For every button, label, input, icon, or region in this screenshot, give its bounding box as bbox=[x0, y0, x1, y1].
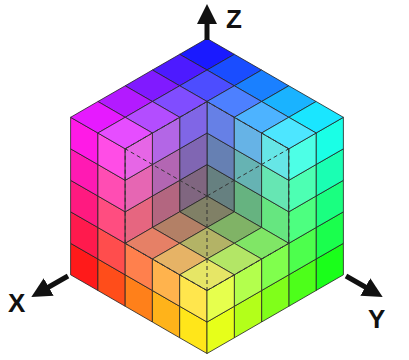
cube-face bbox=[98, 117, 152, 149]
cutout-dashed-edge bbox=[125, 243, 207, 290]
axis-label: X bbox=[8, 290, 25, 316]
cutout-dashed-edge bbox=[288, 149, 289, 244]
y-axis-arrow bbox=[346, 276, 374, 292]
cutout-dashed-edge bbox=[207, 243, 289, 290]
axis-label: Z bbox=[226, 6, 242, 32]
x-axis-arrow bbox=[40, 276, 68, 292]
axis-label: Y bbox=[368, 306, 385, 332]
cutout-dashed-edge bbox=[207, 149, 289, 196]
cutout-dashed-edge bbox=[125, 149, 207, 196]
cutout-dashed-edge bbox=[207, 102, 289, 149]
cube-face bbox=[262, 117, 317, 149]
z-axis-arrow bbox=[205, 14, 210, 40]
cutout-dashed-edge bbox=[125, 102, 207, 149]
cutout-dashed-edge bbox=[125, 149, 126, 244]
cutout-dashed-edge bbox=[207, 196, 208, 291]
